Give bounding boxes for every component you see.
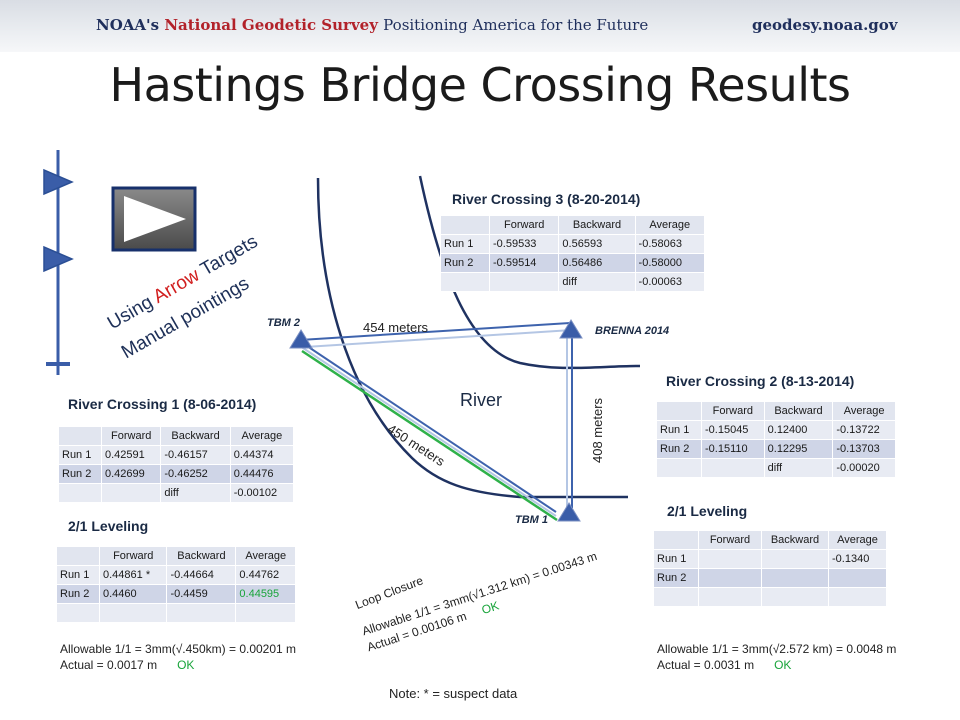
org-banner: NOAA's National Geodetic Survey Position… bbox=[96, 16, 648, 34]
river-banks bbox=[316, 175, 641, 499]
leveling-left-results: Allowable 1/1 = 3mm(√.450km) = 0.00201 m… bbox=[60, 641, 296, 673]
suspect-data-note: Note: * = suspect data bbox=[389, 686, 518, 701]
leveling-right-results: Allowable 1/1 = 3mm(√2.572 km) = 0.0048 … bbox=[657, 641, 896, 673]
leveling-left-title: 2/1 Leveling bbox=[68, 518, 149, 534]
staff-arrow-targets bbox=[43, 150, 74, 375]
org-tagline: Positioning America for the Future bbox=[383, 16, 649, 34]
leveling-right-title: 2/1 Leveling bbox=[667, 503, 748, 519]
leveling-right-table: Forward Backward Average Run 1-0.1340 Ru… bbox=[653, 530, 887, 607]
brenna-marker bbox=[559, 319, 583, 339]
arrow-target-icon bbox=[111, 186, 197, 252]
leveling-right-actual: Actual = 0.0031 m OK bbox=[657, 658, 792, 672]
leveling-right-ok: OK bbox=[774, 658, 792, 672]
table-row: diff-0.00020 bbox=[656, 458, 896, 478]
site-url[interactable]: geodesy.noaa.gov bbox=[752, 16, 898, 34]
table-row: diff-0.00102 bbox=[58, 483, 295, 503]
crossing3-title: River Crossing 3 (8-20-2014) bbox=[452, 191, 641, 207]
table-row: Run 2 bbox=[653, 568, 887, 588]
tbm2-marker bbox=[289, 329, 313, 349]
distance-408-label: 408 meters bbox=[590, 397, 605, 463]
table-row bbox=[653, 587, 887, 607]
survey-lines bbox=[297, 322, 573, 522]
leveling-left-allowable: Allowable 1/1 = 3mm(√.450km) = 0.00201 m bbox=[60, 642, 297, 656]
table-row: Run 1-0.1340 bbox=[653, 549, 887, 569]
brenna-label: BRENNA 2014 bbox=[595, 325, 670, 337]
leveling-right-allowable: Allowable 1/1 = 3mm(√2.572 km) = 0.0048 … bbox=[657, 642, 897, 656]
leveling-left-actual: Actual = 0.0017 m OK bbox=[60, 658, 195, 672]
tbm1-marker bbox=[557, 502, 581, 522]
table-row: diff-0.00063 bbox=[440, 272, 706, 292]
header-bar: NOAA's National Geodetic Survey Position… bbox=[0, 0, 960, 52]
leveling-left-ok: OK bbox=[177, 658, 195, 672]
org-name: National Geodetic Survey bbox=[164, 16, 378, 34]
crossing2-title: River Crossing 2 (8-13-2014) bbox=[666, 373, 855, 389]
org-prefix: NOAA's bbox=[96, 16, 160, 34]
page-title: Hastings Bridge Crossing Results bbox=[109, 58, 851, 112]
distance-454-label: 454 meters bbox=[363, 320, 429, 335]
table-row bbox=[56, 603, 296, 623]
river-label: River bbox=[460, 390, 503, 410]
crossing1-title: River Crossing 1 (8-06-2014) bbox=[68, 396, 257, 412]
tbm1-label: TBM 1 bbox=[515, 514, 548, 526]
tbm2-label: TBM 2 bbox=[267, 317, 300, 329]
